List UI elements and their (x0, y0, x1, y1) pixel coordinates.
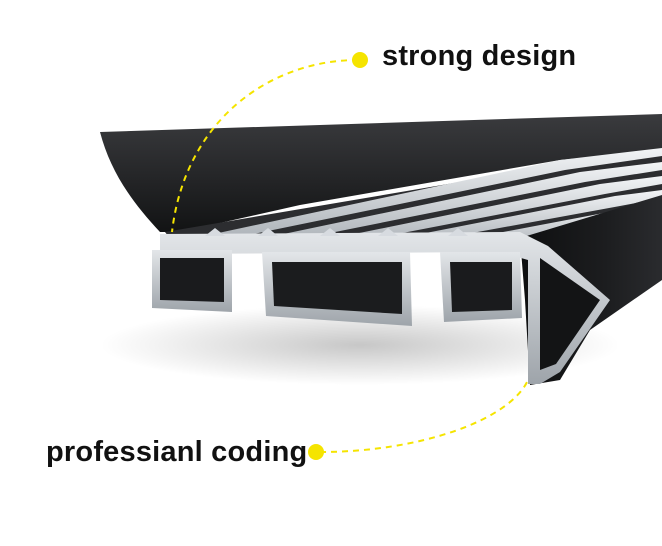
profile-back-wing (100, 114, 662, 232)
callout-line-top (171, 59, 359, 233)
callout-label-top: strong design (382, 40, 577, 72)
callout-label-bottom: professianl coding (46, 436, 308, 468)
floor-shadow (100, 305, 620, 385)
callout-dot-bottom (308, 444, 324, 460)
callout-dot-top (352, 52, 368, 68)
profile-cross-section (152, 228, 610, 384)
callout-line-bottom (319, 379, 529, 453)
